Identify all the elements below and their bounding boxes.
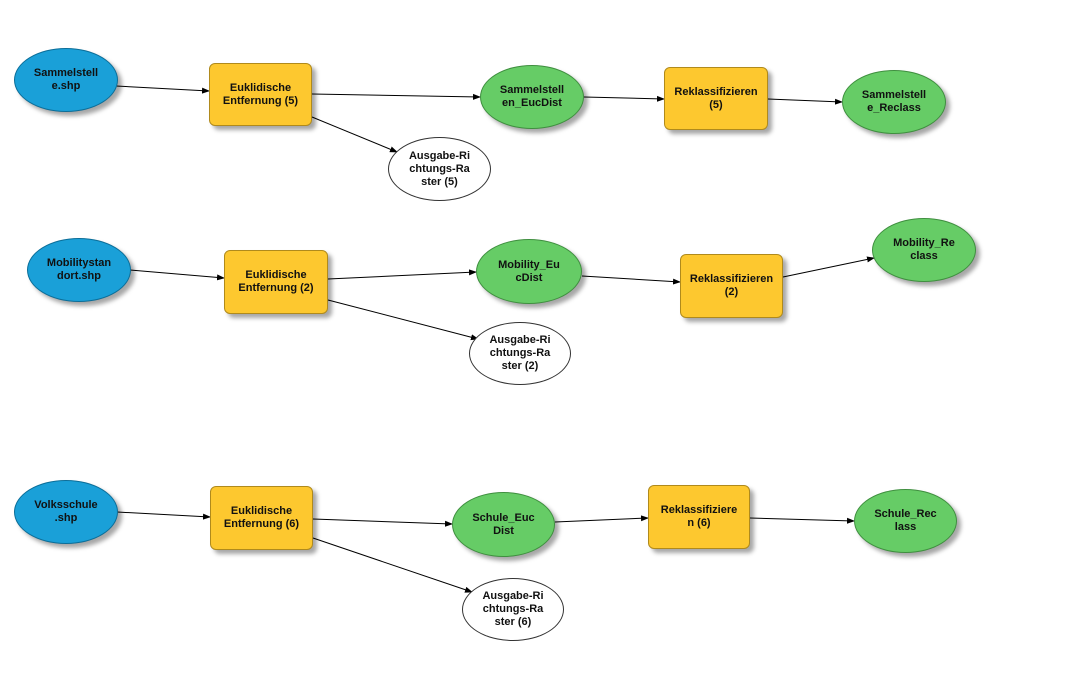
- node-label: Mobility_Eu cDist: [498, 258, 560, 284]
- connector-distance-to-reclass-2: [581, 275, 681, 285]
- tool-euclidean-distance-5[interactable]: Euklidische Entfernung (5): [209, 63, 312, 126]
- node-label: Schule_Euc Dist: [472, 511, 535, 537]
- connector-input-to-tool-2: [129, 269, 225, 281]
- input-dataset-sammelstelle[interactable]: Sammelstell e.shp: [14, 48, 118, 112]
- connector-distance-to-reclass-3: [554, 515, 649, 523]
- tool-reclassify-6[interactable]: Reklassifiziere n (6): [648, 485, 750, 549]
- derived-dataset-sammelstelle-reclass[interactable]: Sammelstell e_Reclass: [842, 70, 946, 134]
- derived-dataset-mobility-reclass[interactable]: Mobility_Re class: [872, 218, 976, 282]
- node-label: Sammelstell en_EucDist: [499, 84, 565, 109]
- derived-dataset-sammelstellen-eucdist[interactable]: Sammelstell en_EucDist: [480, 65, 584, 129]
- tool-reclassify-5[interactable]: Reklassifizieren (5): [664, 67, 768, 130]
- node-label: Euklidische Entfernung (6): [223, 505, 300, 530]
- node-label: Reklassifizieren (2): [689, 273, 774, 298]
- connector-tool-to-distance-2: [327, 269, 477, 280]
- derived-dataset-mobility-eucdist[interactable]: Mobility_Eu cDist: [476, 239, 582, 304]
- output-direction-raster-6[interactable]: Ausgabe-Ri chtungs-Ra ster (6): [462, 578, 564, 641]
- output-direction-raster-2[interactable]: Ausgabe-Ri chtungs-Ra ster (2): [469, 322, 571, 385]
- connector-reclass-to-output-2: [782, 256, 875, 278]
- node-label: Ausgabe-Ri chtungs-Ra ster (5): [408, 149, 471, 188]
- input-dataset-volksschule[interactable]: Volksschule .shp: [14, 480, 118, 544]
- node-label: Sammelstell e_Reclass: [861, 89, 927, 114]
- input-dataset-mobilitystandort[interactable]: Mobilitystan dort.shp: [27, 238, 131, 302]
- node-label: Reklassifizieren (5): [674, 85, 758, 111]
- node-label: Sammelstell e.shp: [33, 67, 99, 92]
- connector-tool-to-distance-1: [311, 93, 481, 100]
- connector-tool-to-direction-1: [311, 116, 398, 153]
- node-label: Schule_Rec lass: [874, 508, 937, 533]
- node-label: Mobilitystan dort.shp: [46, 257, 112, 282]
- connector-reclass-to-output-3: [749, 517, 855, 524]
- node-label: Reklassifiziere n (6): [660, 504, 738, 529]
- node-label: Ausgabe-Ri chtungs-Ra ster (2): [489, 334, 551, 372]
- node-label: Mobility_Re class: [893, 237, 955, 262]
- output-direction-raster-5[interactable]: Ausgabe-Ri chtungs-Ra ster (5): [388, 137, 491, 201]
- connector-reclass-to-output-1: [767, 98, 843, 105]
- tool-euclidean-distance-2[interactable]: Euklidische Entfernung (2): [224, 250, 328, 314]
- connector-tool-to-distance-3: [312, 518, 453, 527]
- node-label: Volksschule .shp: [34, 499, 98, 524]
- node-label: Euklidische Entfernung (5): [222, 81, 299, 107]
- connector-distance-to-reclass-1: [583, 95, 665, 102]
- connector-input-to-tool-3: [116, 511, 211, 520]
- node-label: Ausgabe-Ri chtungs-Ra ster (6): [482, 590, 544, 628]
- connector-tool-to-direction-2: [327, 299, 479, 341]
- connector-tool-to-direction-3: [312, 537, 473, 593]
- tool-euclidean-distance-6[interactable]: Euklidische Entfernung (6): [210, 486, 313, 550]
- connector-input-to-tool-1: [115, 85, 210, 94]
- node-label: Euklidische Entfernung (2): [238, 269, 314, 294]
- derived-dataset-schule-reclass[interactable]: Schule_Rec lass: [854, 489, 957, 553]
- tool-reclassify-2[interactable]: Reklassifizieren (2): [680, 254, 783, 318]
- derived-dataset-schule-eucdist[interactable]: Schule_Euc Dist: [452, 492, 555, 557]
